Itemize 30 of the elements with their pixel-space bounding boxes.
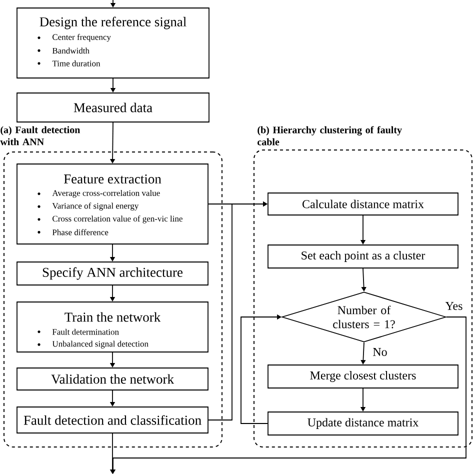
group-title: (a) Fault detection with ANN [0, 126, 80, 146]
process-box: Merge closest clusters [268, 364, 458, 388]
box-title: Feature extraction [64, 174, 162, 184]
edge-label: No [373, 348, 387, 356]
process-box [16, 302, 208, 352]
process-box: Validation the network [16, 368, 208, 390]
bullet-item: Cross correlation value of gen-vic line [38, 216, 182, 224]
bullet-item: Variance of signal energy [38, 202, 139, 211]
bullet-item: Phase difference [38, 229, 108, 236]
bullet-item: Time duration [38, 60, 100, 66]
box-title: Train the network [64, 312, 161, 322]
process-box [16, 8, 210, 78]
process-box: Calculate distance matrix [268, 192, 458, 216]
process-box [16, 164, 208, 244]
edge-label: Yes [445, 302, 462, 310]
bullet-item: Fault determination [38, 328, 119, 335]
bullet-item: Bandwidth [38, 48, 90, 54]
group-title: (b) Hierarchy clustering of faulty cable [258, 126, 402, 146]
process-box: Set each point as a cluster [268, 244, 458, 268]
dashed-group [0, 126, 222, 448]
process-box: Specify ANN architecture [16, 262, 208, 286]
bullet-item: Unbalanced signal detection [38, 340, 148, 348]
process-box: Update distance matrix [268, 412, 458, 436]
dashed-group [254, 126, 472, 448]
process-box: Fault detection and classification [16, 406, 208, 434]
arrow [208, 201, 268, 420]
box-title: Design the reference signal [40, 16, 186, 30]
bullet-item: Average cross-correlation value [38, 190, 160, 198]
process-box: Measured data [16, 92, 210, 122]
bullet-item: Center frequency [38, 34, 111, 42]
